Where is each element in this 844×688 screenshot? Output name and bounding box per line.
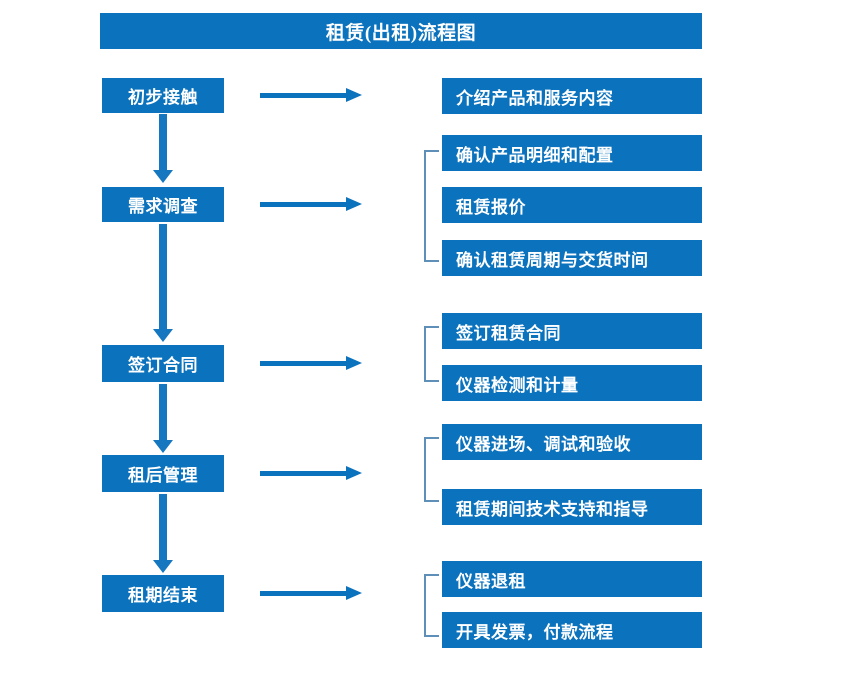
task-box-3[interactable]: 租赁报价 xyxy=(442,187,702,223)
horizontal-arrow-3 xyxy=(260,356,362,370)
horizontal-arrow-4 xyxy=(260,466,362,480)
group-bracket-3 xyxy=(424,326,439,382)
stage-box-3[interactable]: 签订合同 xyxy=(102,345,224,382)
task-box-5[interactable]: 签订租赁合同 xyxy=(442,313,702,349)
vertical-arrow-4 xyxy=(153,494,173,573)
group-bracket-5 xyxy=(424,574,439,637)
task-box-9[interactable]: 仪器退租 xyxy=(442,561,702,597)
group-bracket-2 xyxy=(424,150,439,262)
task-box-10[interactable]: 开具发票，付款流程 xyxy=(442,612,702,648)
chart-title: 租赁(出租)流程图 xyxy=(100,13,702,49)
task-box-7[interactable]: 仪器进场、调试和验收 xyxy=(442,424,702,460)
task-box-2[interactable]: 确认产品明细和配置 xyxy=(442,135,702,171)
stage-box-1[interactable]: 初步接触 xyxy=(102,78,224,113)
horizontal-arrow-5 xyxy=(260,586,362,600)
task-box-6[interactable]: 仪器检测和计量 xyxy=(442,365,702,401)
horizontal-arrow-1 xyxy=(260,88,362,102)
stage-box-4[interactable]: 租后管理 xyxy=(102,455,224,492)
stage-box-2[interactable]: 需求调查 xyxy=(102,187,224,222)
task-box-1[interactable]: 介绍产品和服务内容 xyxy=(442,78,702,114)
vertical-arrow-2 xyxy=(153,224,173,342)
task-box-8[interactable]: 租赁期间技术支持和指导 xyxy=(442,489,702,525)
group-bracket-4 xyxy=(424,437,439,502)
vertical-arrow-3 xyxy=(153,384,173,453)
task-box-4[interactable]: 确认租赁周期与交货时间 xyxy=(442,240,702,276)
vertical-arrow-1 xyxy=(153,114,173,183)
horizontal-arrow-2 xyxy=(260,197,362,211)
stage-box-5[interactable]: 租期结束 xyxy=(102,575,224,612)
